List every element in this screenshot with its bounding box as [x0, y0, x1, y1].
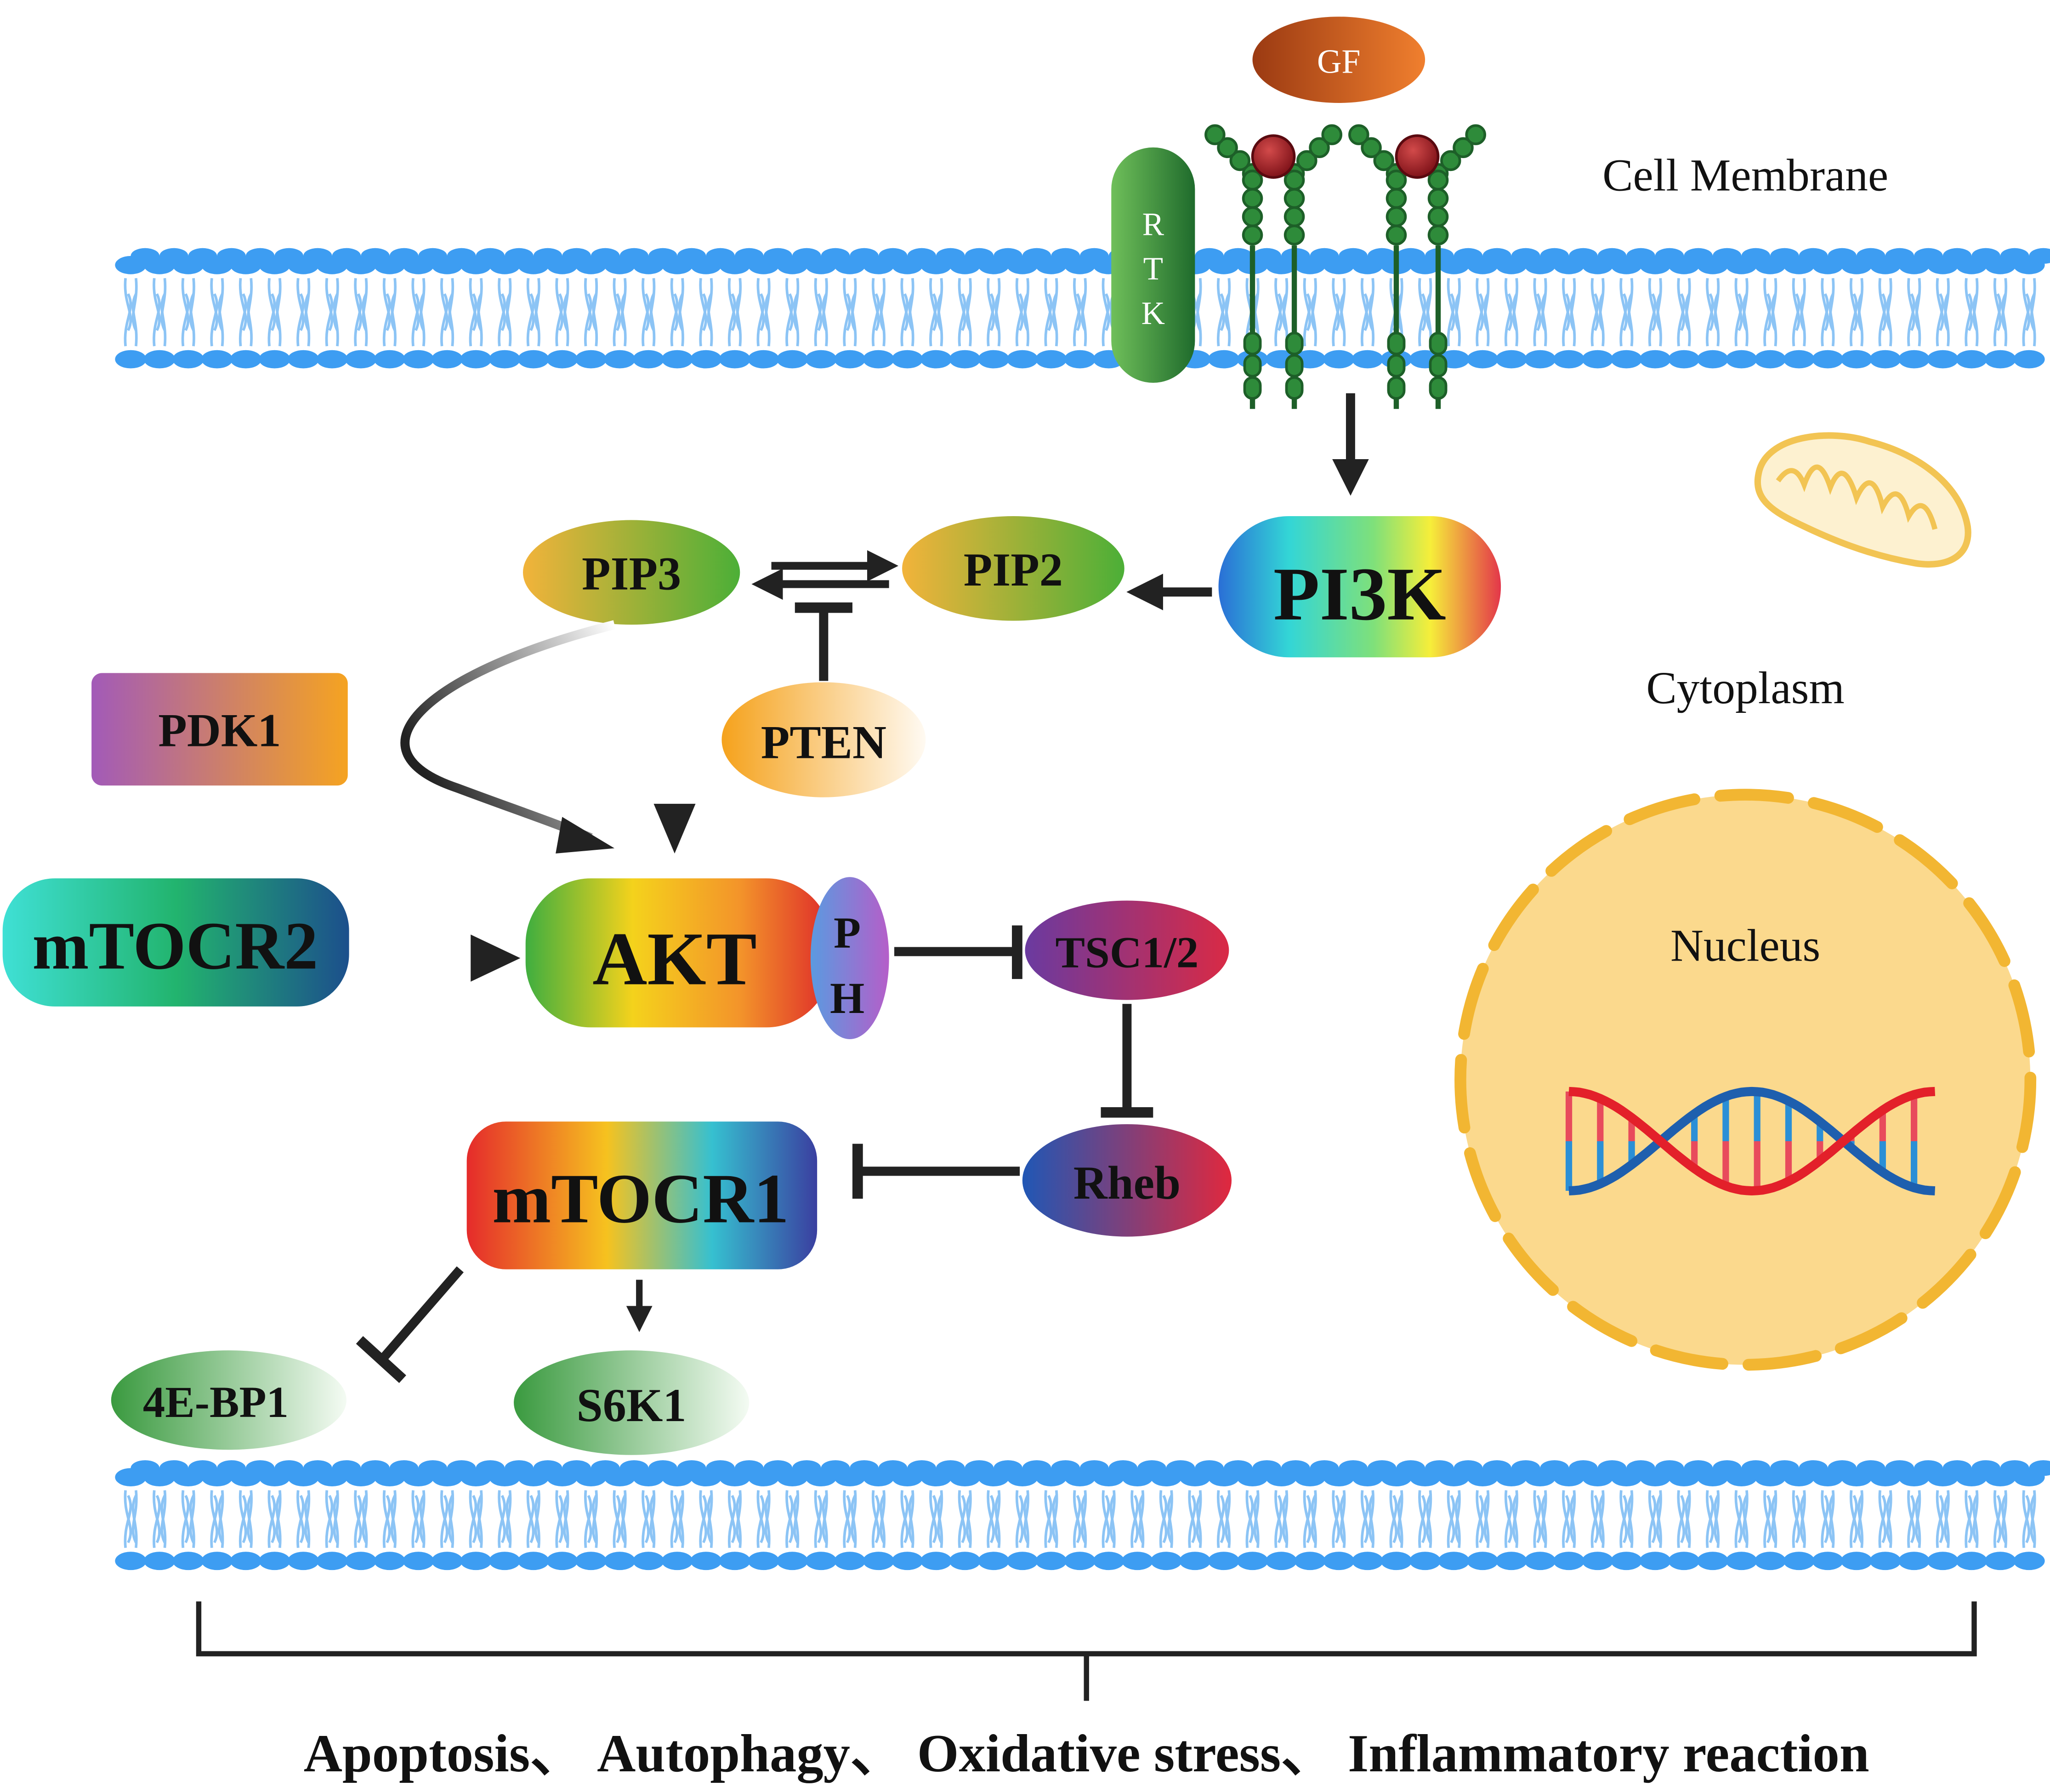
pdk1-node: PDK1 [91, 673, 348, 786]
tsc-label: TSC1/2 [1056, 928, 1199, 977]
rheb-node: Rheb [1022, 1124, 1232, 1237]
arrow-pip3-to-akt-head [653, 803, 696, 854]
pten-node: PTEN [721, 682, 926, 797]
s6k1-node: S6K1 [514, 1350, 750, 1455]
tsc-inhibits-rheb [1101, 1004, 1153, 1118]
tsc-node: TSC1/2 [1025, 900, 1229, 1000]
rtk-receptor: R T K [1111, 147, 1195, 383]
pten-inhibition [795, 602, 852, 681]
s6k1-label: S6K1 [577, 1380, 687, 1432]
ph-label-p: P [834, 908, 861, 957]
akt-node: AKT [525, 878, 832, 1028]
mtocr1-label: mTOCR1 [492, 1160, 789, 1238]
outcomes-caption: Apoptosis、 Autophagy、 Oxidative stress、 … [304, 1724, 1869, 1783]
growth-factor-receptors [1204, 124, 1486, 409]
cell-membrane-label: Cell Membrane [1602, 150, 1888, 201]
nucleus-label: Nucleus [1670, 920, 1820, 971]
cell-membrane-top [115, 248, 2050, 369]
ph-domain: P H [810, 877, 889, 1040]
mtocr2-node: mTOCR2 [2, 878, 349, 1007]
gf-ligand: GF [1252, 17, 1425, 103]
akt-label: AKT [592, 917, 757, 1001]
mtocr2-label: mTOCR2 [32, 908, 318, 984]
nucleus: Nucleus [1454, 789, 2037, 1371]
ph-label-h: H [830, 973, 864, 1023]
4ebp1-node: 4E-BP1 [111, 1350, 346, 1450]
dna-helix-icon [1565, 1087, 1936, 1196]
pi3k-node: PI3K [1218, 516, 1501, 658]
pip2-node: PIP2 [902, 516, 1124, 621]
pip2-label: PIP2 [964, 544, 1063, 596]
rtk-label-k: K [1141, 296, 1165, 331]
outcomes-bracket [196, 1601, 1977, 1701]
mtocr1-inhibits-4ebp1 [356, 1266, 464, 1383]
mtocr1-node: mTOCR1 [466, 1121, 818, 1269]
cell-membrane-bottom [115, 1460, 2050, 1570]
rtk-label-t: T [1143, 251, 1163, 287]
arrow-pip3-curve-to-akt [400, 620, 616, 842]
pip3-label: PIP3 [582, 548, 681, 600]
arrow-pip3-curve-to-akt-head [556, 817, 615, 854]
mitochondrion-icon [1754, 432, 1971, 568]
rheb-label: Rheb [1073, 1157, 1181, 1209]
pten-label: PTEN [761, 717, 886, 768]
4ebp1-label: 4E-BP1 [143, 1377, 289, 1427]
akt-inhibits-tsc [894, 925, 1022, 979]
pi3k-label: PI3K [1273, 552, 1446, 636]
cytoplasm-label: Cytoplasm [1646, 662, 1844, 713]
rheb-inhibits-mtocr1 [852, 1143, 1020, 1199]
arrow-mtocr2-to-akt-head [471, 934, 521, 982]
pip3-node: PIP3 [523, 520, 740, 625]
rtk-label-r: R [1142, 206, 1164, 242]
pip3-pip2-exchange-arrows [751, 550, 899, 600]
gf-label: GF [1317, 43, 1361, 81]
pdk1-label: PDK1 [158, 705, 281, 757]
